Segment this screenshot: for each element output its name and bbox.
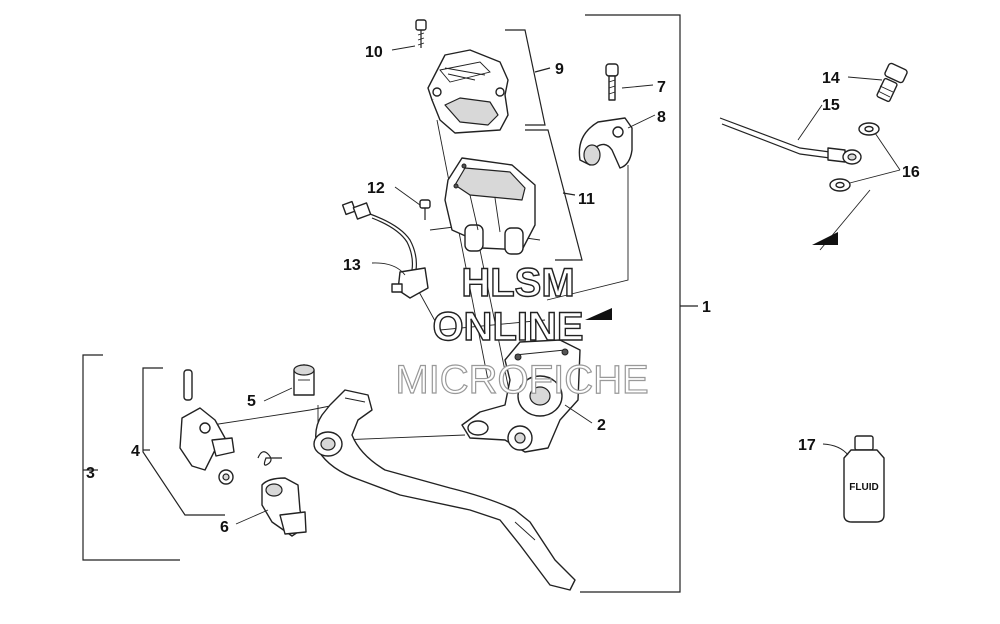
watermark-line-1: HLSM — [461, 261, 574, 305]
callout-2: 2 — [597, 417, 606, 434]
clamp-bolt — [605, 63, 619, 101]
banjo-bolt — [876, 62, 908, 103]
callout-9: 9 — [555, 61, 564, 78]
callout-7: 7 — [657, 79, 666, 96]
fluid-bottle: FLUID — [843, 435, 885, 523]
callout-13: 13 — [343, 257, 361, 274]
cap-screw — [415, 19, 427, 48]
bracket-11 — [525, 129, 583, 261]
sealing-washer-bottom — [829, 178, 851, 192]
direction-arrow-right — [812, 232, 838, 245]
watermark-line-3: MICROFICHE — [395, 358, 648, 402]
pivot-bolt — [293, 364, 315, 396]
brake-hose — [719, 117, 862, 165]
lever-adjuster — [179, 369, 235, 485]
callout-12: 12 — [367, 180, 385, 197]
sealing-washer-top — [858, 122, 880, 136]
callout-15: 15 — [822, 97, 840, 114]
callout-10: 10 — [365, 44, 383, 61]
callout-1: 1 — [702, 299, 711, 316]
brake-switch — [341, 200, 429, 299]
master-cylinder-reservoir — [444, 157, 536, 255]
callout-16: 16 — [902, 164, 920, 181]
callout-8: 8 — [657, 109, 666, 126]
bracket-1 — [580, 14, 698, 593]
bracket-16 — [841, 129, 901, 186]
bracket-3 — [82, 354, 180, 561]
callout-4: 4 — [131, 443, 140, 460]
brake-lever — [313, 389, 576, 591]
direction-arrow-left — [585, 308, 612, 320]
bracket-9 — [505, 29, 551, 126]
callout-5: 5 — [247, 393, 256, 410]
leader-lines — [235, 45, 883, 525]
watermark-line-2: ONLINE — [432, 305, 583, 349]
handlebar-clamp — [578, 117, 633, 169]
callout-labels: 1 2 3 4 5 6 7 8 9 10 11 12 13 14 15 16 1… — [86, 44, 920, 536]
return-spring — [257, 451, 282, 466]
callout-17: 17 — [798, 437, 816, 454]
callout-6: 6 — [220, 519, 229, 536]
master-cylinder-housing — [461, 339, 581, 453]
bracket-4 — [142, 367, 225, 516]
callout-14: 14 — [822, 70, 840, 87]
watermark: HLSM ONLINE MICROFICHE — [395, 260, 650, 402]
reservoir-cap — [427, 49, 509, 134]
switch-bracket — [261, 477, 307, 537]
callout-11: 11 — [578, 191, 595, 208]
bottle-label: FLUID — [849, 482, 878, 493]
callout-3: 3 — [86, 465, 95, 482]
small-screw — [419, 199, 431, 220]
